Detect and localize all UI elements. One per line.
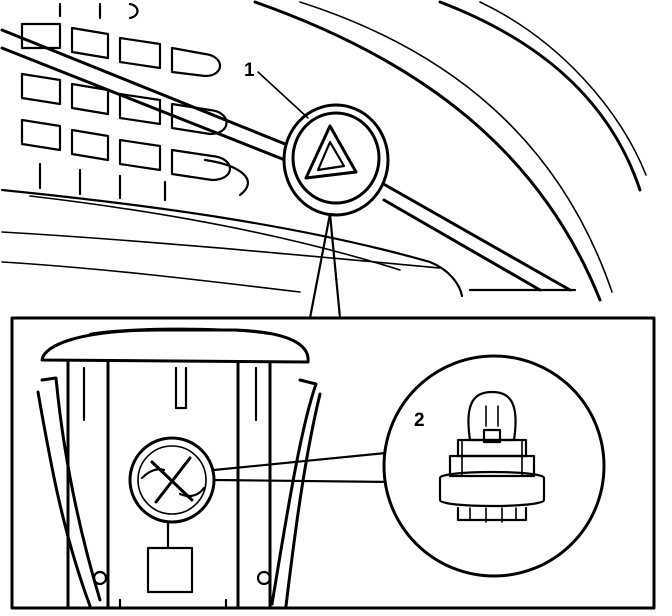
hazard-switch [282,103,390,217]
hazard-triangle-icon [304,124,358,180]
trim-strip [0,28,577,292]
dashboard-scene: 1 [0,0,647,302]
bulb-socket [128,436,216,524]
callout-label-1: 1 [244,60,255,81]
callout-label-2: 2 [414,410,425,431]
vent-grille [20,2,249,202]
detail-inset: 2 [10,316,656,610]
zoom-pointer [308,212,342,320]
switch-body [36,360,322,610]
bulb-detail [382,354,606,578]
